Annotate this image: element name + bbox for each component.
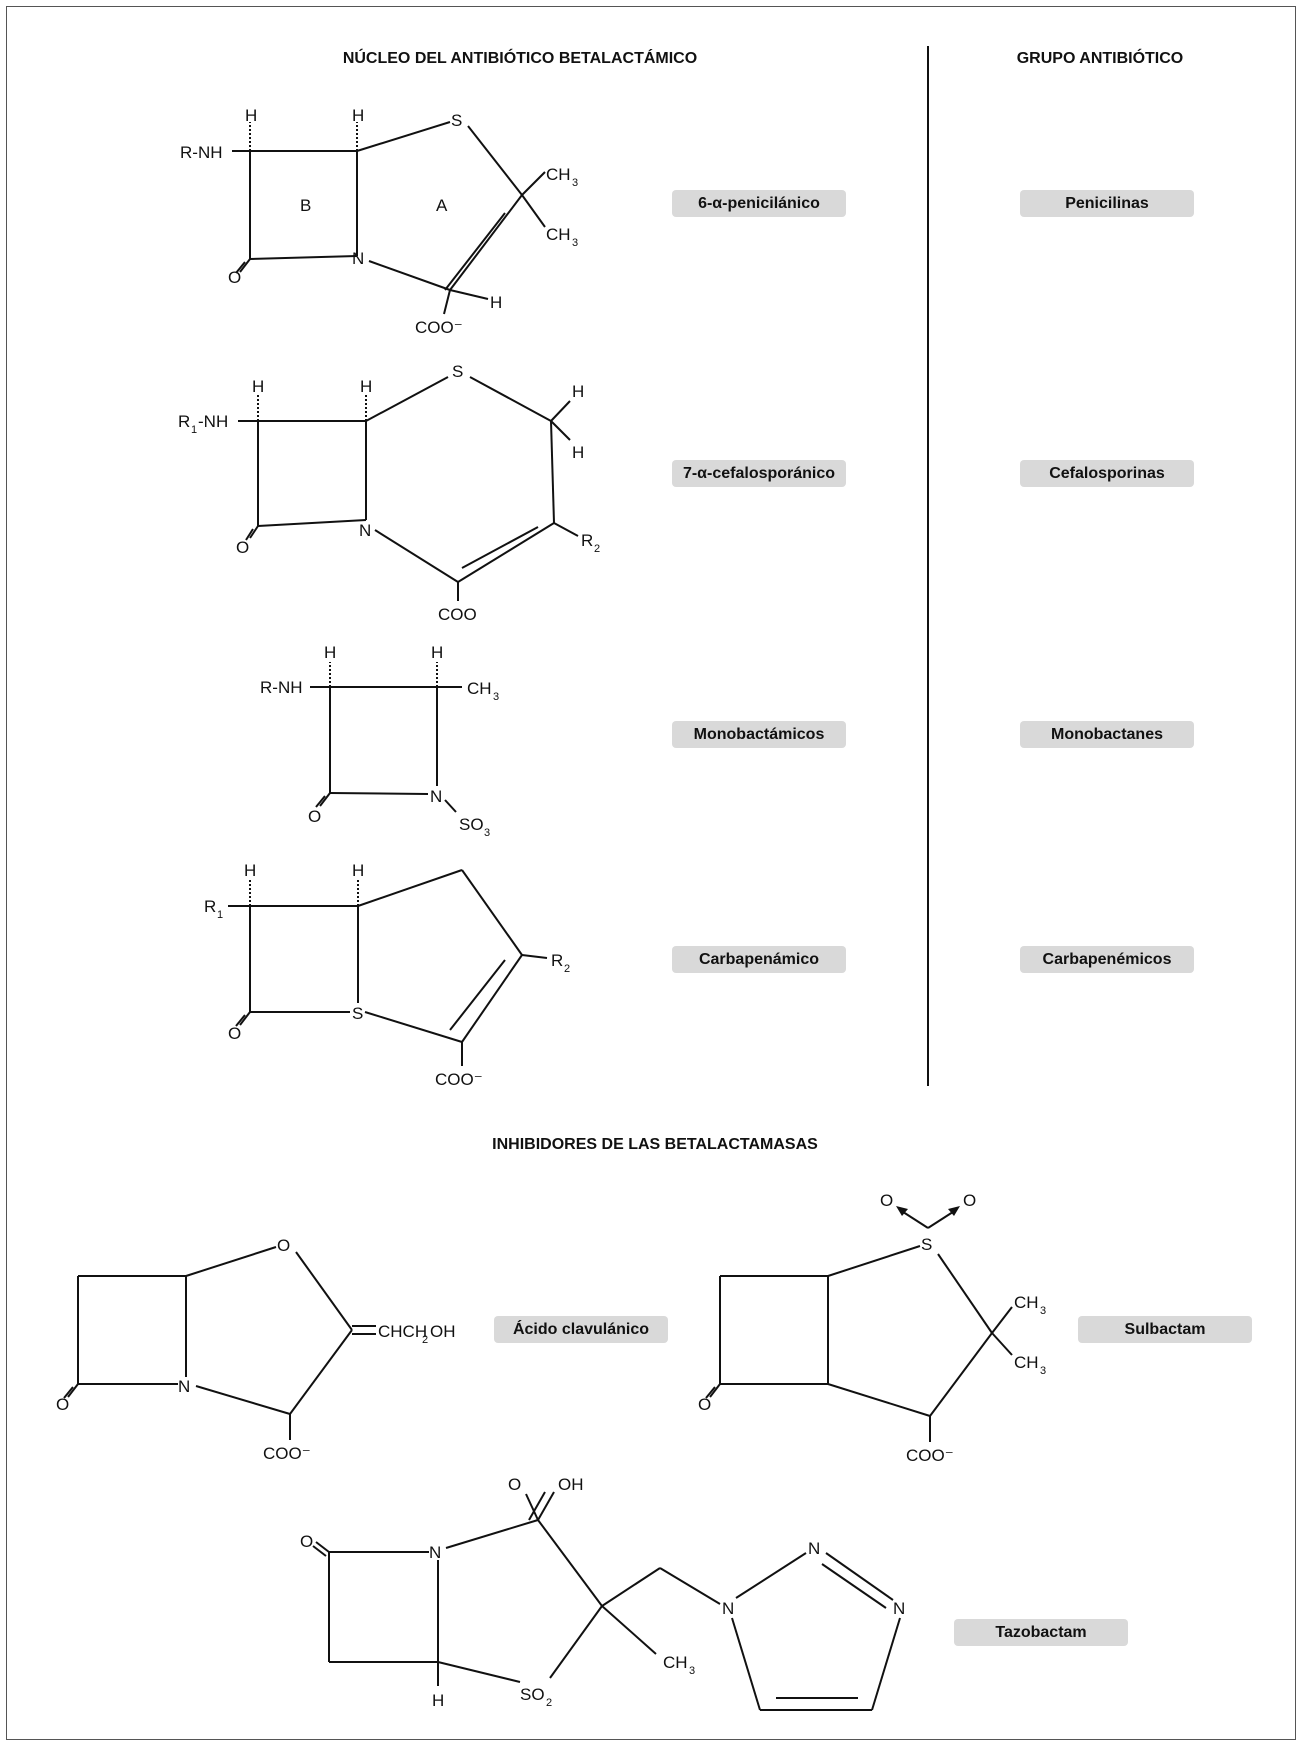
atom-label: SO [520,1685,545,1704]
atom-label: N [722,1599,734,1618]
atom-label: OH [430,1322,456,1341]
atom-label: B [300,196,311,215]
structure-carbapenem-nucleus: R 1 H H S O R 2 COO⁻ [204,861,570,1089]
atom-subscript: 2 [594,543,600,555]
inhibitor-label-clavulanico: Ácido clavulánico [494,1316,668,1343]
atom-label: N [893,1599,905,1618]
atom-label: R [204,897,216,916]
atom-label: N [808,1539,820,1558]
atom-label: H [324,643,336,662]
group-label-carbapenemicos: Carbapenémicos [1020,946,1194,973]
arrow-head [896,1206,908,1216]
atom-label: N [430,787,442,806]
atom-label: O [228,268,241,287]
atom-label: H [352,106,364,125]
atom-label: R-NH [260,678,303,697]
atom-label: N [359,521,371,540]
atom-subscript: 1 [217,909,223,921]
figure-frame [6,6,1296,1740]
group-label-cefalosporinas: Cefalosporinas [1020,460,1194,487]
nucleus-label-carbapenamico: Carbapenámico [672,946,846,973]
nucleus-label-monobactamicos: Monobactámicos [672,721,846,748]
atom-label: COO⁻ [906,1446,954,1465]
atom-label: H [252,377,264,396]
atom-label: O [300,1532,313,1551]
atom-label: R [581,531,593,550]
atom-label: S [921,1235,932,1254]
atom-label: H [352,861,364,880]
atom-subscript: 3 [572,177,578,189]
atom-label: O [880,1191,893,1210]
nucleus-label-cefalosporanico: 7-α-cefalosporánico [672,460,846,487]
group-label-monobactanes: Monobactanes [1020,721,1194,748]
structure-tazobactam: N O O OH H SO 2 CH 3 N N N [300,1475,905,1711]
structure-clavulanic-acid: O N O CHCH 2 OH COO⁻ [56,1236,456,1463]
heading-inhibitors: INHIBIDORES DE LAS BETALACTAMASAS [492,1136,818,1153]
atom-label: COO⁻ [415,318,463,337]
atom-label: CH [663,1653,688,1672]
atom-subscript: 2 [546,1697,552,1709]
atom-label: H [360,377,372,396]
atom-subscript: 2 [422,1334,428,1346]
atom-label: H [432,1691,444,1710]
arrow-head [948,1206,960,1216]
atom-label: -NH [198,412,228,431]
atom-label: H [431,643,443,662]
atom-label: R-NH [180,143,223,162]
atom-label: CH [546,165,571,184]
structure-cephalosporin-nucleus: R 1 -NH H H S H H N O R 2 COO [178,362,600,624]
atom-subscript: 3 [1040,1365,1046,1377]
atom-label: H [572,382,584,401]
atom-label: O [236,538,249,557]
atom-label: O [508,1475,521,1494]
structure-penicillin-nucleus: R-NH H H S N O B A CH 3 CH 3 H COO⁻ [180,106,578,337]
atom-subscript: 3 [1040,1305,1046,1317]
atom-subscript: 3 [689,1665,695,1677]
atom-label: H [245,106,257,125]
atom-subscript: 3 [484,827,490,839]
atom-subscript: 2 [564,963,570,975]
atom-label: S [352,1004,363,1023]
nucleus-label-penicilanico: 6-α-penicilánico [672,190,846,217]
atom-label: O [56,1395,69,1414]
heading-nucleus: NÚCLEO DEL ANTIBIÓTICO BETALACTÁMICO [342,50,698,67]
atom-label: O [963,1191,976,1210]
group-label-penicilinas: Penicilinas [1020,190,1194,217]
atom-label: COO⁻ [435,1070,483,1089]
atom-label: CH [1014,1353,1039,1372]
inhibitor-label-tazobactam: Tazobactam [954,1619,1128,1646]
atom-label: COO⁻ [263,1444,311,1463]
atom-label: N [429,1543,441,1562]
atom-subscript: 3 [572,237,578,249]
atom-label: CHCH [378,1322,427,1341]
atom-label: H [572,443,584,462]
atom-label: CH [546,225,571,244]
atom-label: O [277,1236,290,1255]
atom-subscript: 3 [493,691,499,703]
atom-label: O [308,807,321,826]
atom-label: S [452,362,463,381]
atom-label: CH [467,679,492,698]
atom-label: A [436,196,448,215]
atom-subscript: 1 [191,424,197,436]
heading-group: GRUPO ANTIBIÓTICO [1016,50,1184,67]
atom-label: O [228,1024,241,1043]
atom-label: R [178,412,190,431]
atom-label: H [490,293,502,312]
inhibitor-label-sulbactam: Sulbactam [1078,1316,1252,1343]
atom-label: SO [459,815,484,834]
atom-label: N [352,249,364,268]
atom-label: R [551,951,563,970]
atom-label: H [244,861,256,880]
atom-label: N [178,1377,190,1396]
atom-label: COO [438,605,477,624]
atom-label: O [698,1395,711,1414]
atom-label: CH [1014,1293,1039,1312]
atom-label: OH [558,1475,584,1494]
structure-sulbactam: S O O CH 3 CH 3 O COO⁻ [698,1191,1046,1465]
structure-monobactam-nucleus: R-NH H H CH 3 N SO 3 O [260,643,499,839]
atom-label: S [451,111,462,130]
